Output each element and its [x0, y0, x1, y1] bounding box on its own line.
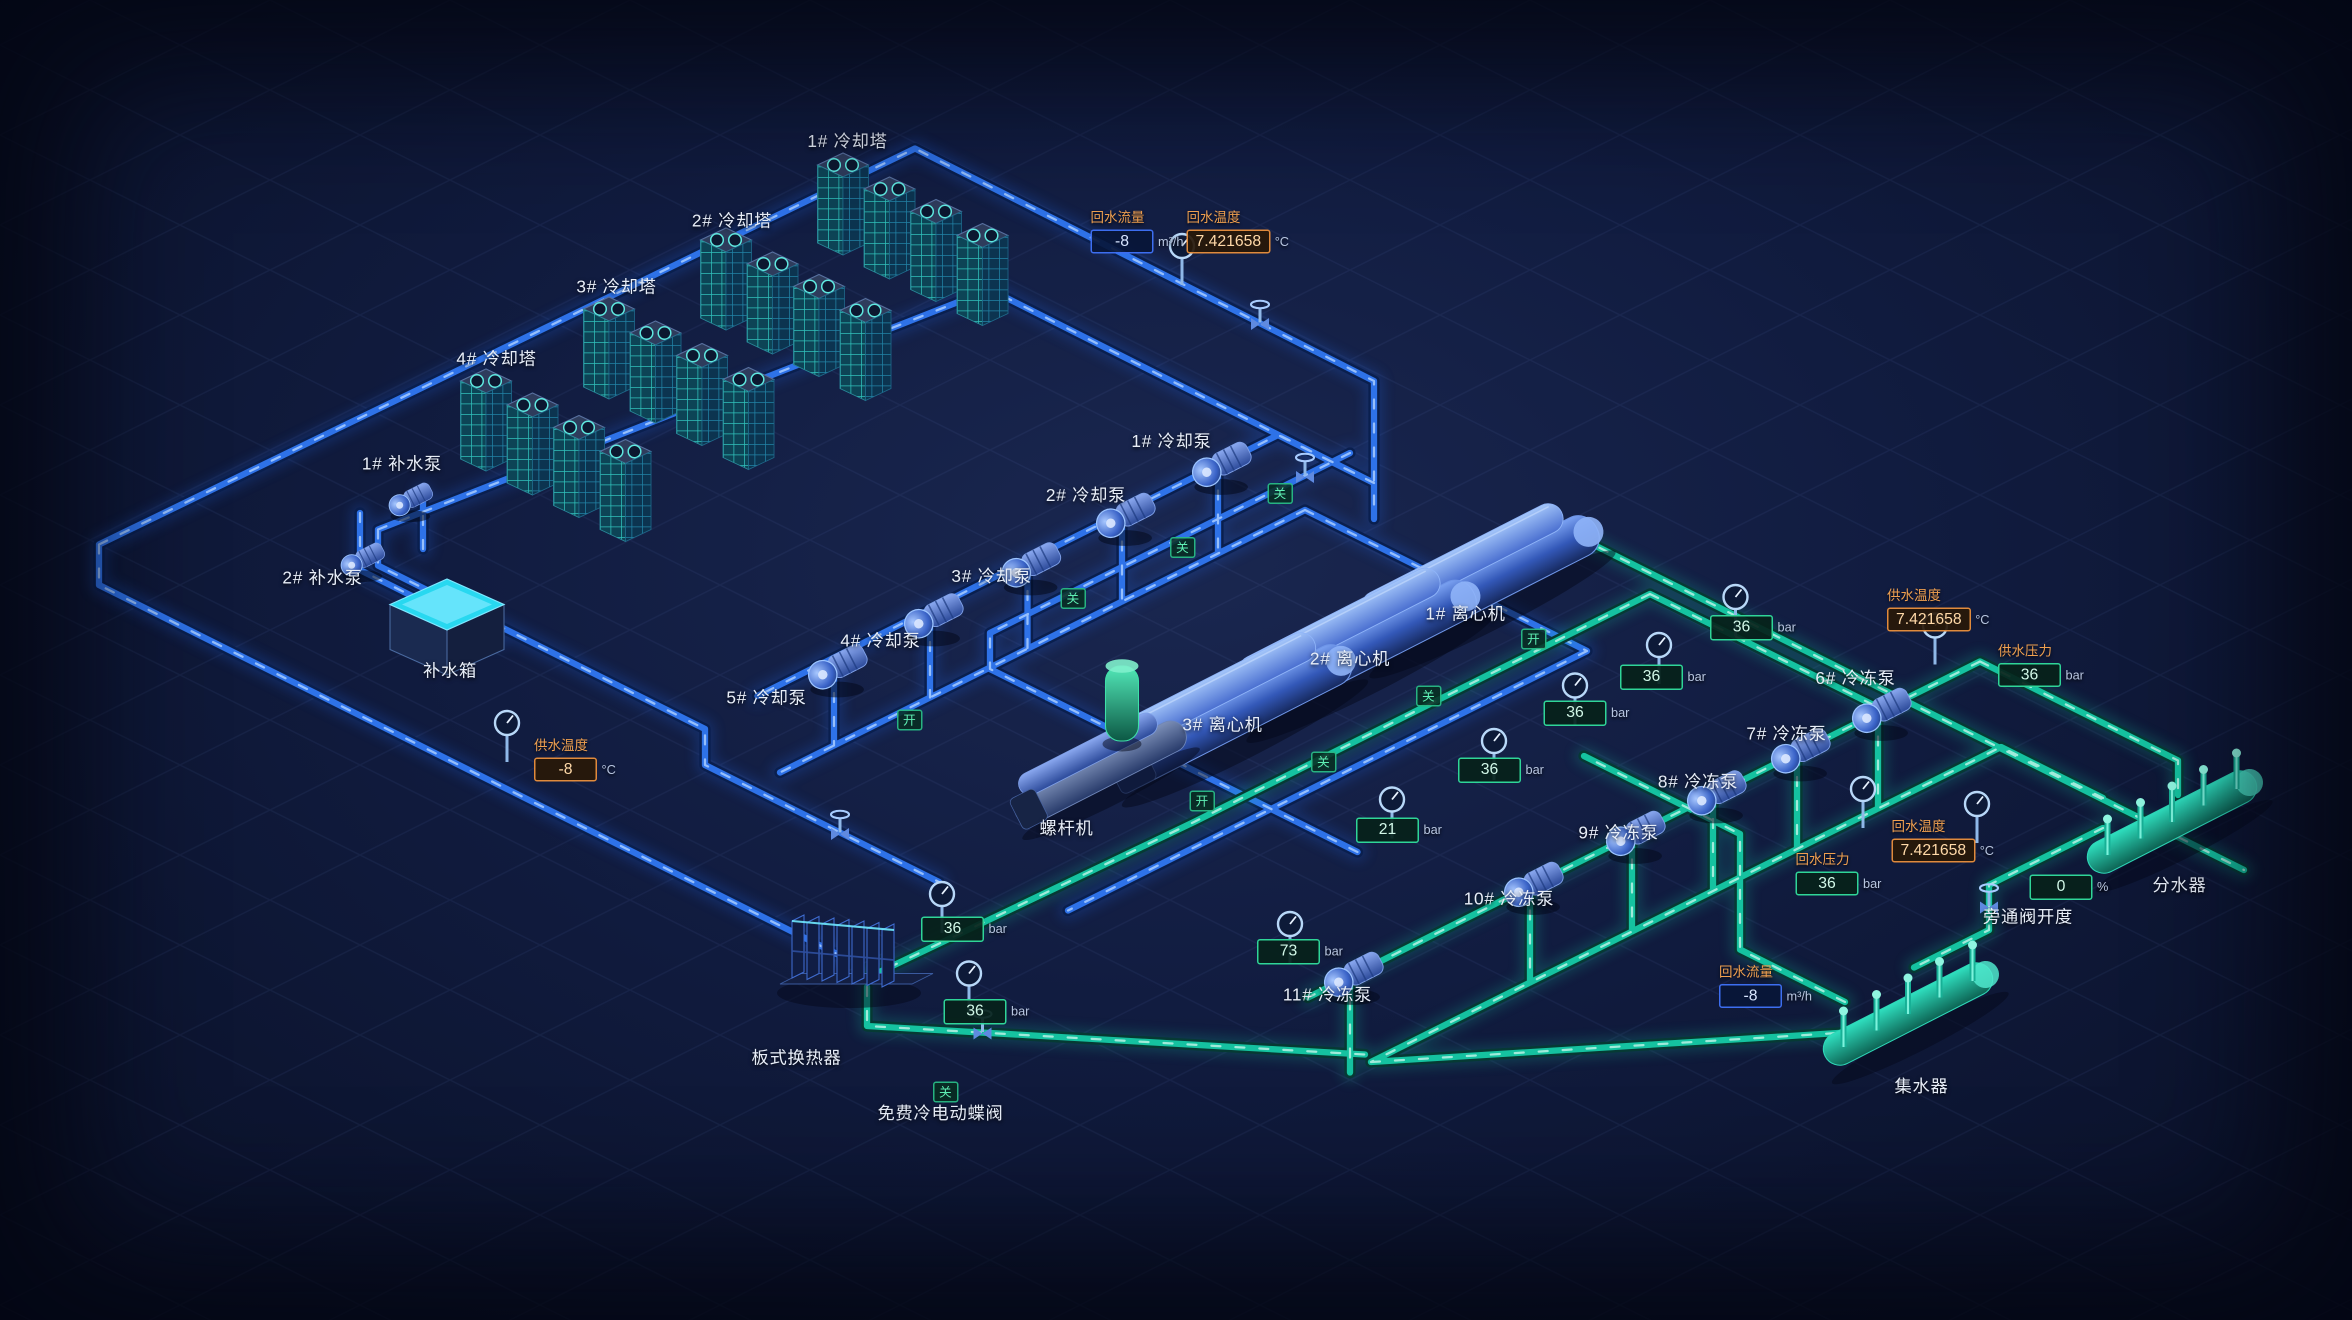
label-chilled-pump-7: 7# 冷冻泵 [1746, 726, 1827, 744]
sensor-label: 回水压力 [1795, 852, 1850, 867]
sensor-return-pressure: 回水压力 36 bar [1795, 852, 1882, 897]
sensor-unit: m³/h [1786, 988, 1813, 1004]
label-makeup-pump-1: 1# 补水泵 [361, 456, 443, 474]
sensor-value: 7.421658 [1891, 838, 1976, 864]
sensor-label: 回水温度 [1891, 819, 1946, 834]
label-chiller-1: 1# 离心机 [1425, 606, 1506, 624]
gauge-value: 36 [1543, 700, 1607, 726]
gauge-unit: bar [1777, 619, 1796, 635]
label-chilled-pump-10: 10# 冷冻泵 [1463, 891, 1555, 909]
sensor-return-temp-top: 回水温度 7.421658°C [1186, 210, 1290, 255]
sensor-unit: bar [1863, 876, 1882, 891]
label-cooling-pump-4: 4# 冷却泵 [840, 633, 921, 651]
label-cooling-pump-3: 3# 冷却泵 [951, 568, 1032, 587]
label-screw-chiller: 螺杆机 [1039, 820, 1094, 839]
gauge-unit: bar [1011, 1003, 1030, 1019]
label-bypass-valve-opening: 旁通阀开度 [1983, 909, 2073, 927]
valve-state-tag[interactable]: 关 [1416, 685, 1441, 707]
gauge-value: 21 [1356, 817, 1419, 843]
label-chilled-pump-9: 9# 冷冻泵 [1578, 825, 1659, 843]
label-cooling-tower-2: 2# 冷却塔 [691, 213, 773, 231]
sensor-label: 回水温度 [1186, 210, 1241, 225]
sensor-return-flow-top: 回水流量 -8 m³/h [1090, 210, 1184, 255]
sensor-value: -8 [534, 757, 597, 783]
label-cooling-pump-5: 5# 冷却泵 [726, 690, 807, 708]
gauge-unit: bar [1423, 822, 1442, 838]
label-makeup-tank: 补水箱 [423, 663, 477, 681]
valve-state-tag[interactable]: 关 [1311, 751, 1336, 773]
label-chilled-pump-6: 6# 冷冻泵 [1815, 670, 1896, 689]
gauge-unit: bar [1687, 669, 1706, 685]
label-collector: 集水器 [1894, 1078, 1949, 1097]
sensor-unit: bar [2065, 667, 2084, 683]
sensor-value: -8 [1090, 229, 1154, 255]
sensor-unit: °C [601, 762, 616, 777]
sensor-label: 回水流量 [1719, 964, 1774, 980]
sensor-value: 7.421658 [1887, 607, 1971, 633]
sensor-label: 供水压力 [1998, 643, 2053, 659]
sensor-unit: °C [1274, 234, 1290, 249]
gauge-value: 36 [921, 916, 984, 942]
bypass-opening-badge: 0% [2029, 874, 2109, 900]
bypass-value: 0 [2029, 874, 2093, 900]
sensor-value: 7.421658 [1186, 229, 1271, 255]
gauge-value: 36 [1458, 757, 1521, 783]
label-cooling-tower-1: 1# 冷却塔 [807, 133, 888, 152]
sensor-unit: °C [1975, 612, 1990, 627]
sensor-label: 回水流量 [1090, 210, 1145, 225]
gauge-value: 36 [1620, 664, 1683, 690]
sensor-return-temp-right: 回水温度 7.421658°C [1891, 819, 1995, 864]
gauge-unit: bar [1525, 762, 1544, 778]
bypass-unit: % [2097, 879, 2109, 895]
valve-state-tag[interactable]: 关 [933, 1081, 958, 1103]
label-cooling-tower-3: 3# 冷却塔 [576, 279, 657, 297]
label-chiller-2: 2# 离心机 [1309, 651, 1391, 669]
label-chiller-3: 3# 离心机 [1182, 717, 1263, 735]
valve-state-tag[interactable]: 开 [897, 709, 922, 731]
sensor-supply-temp-right: 供水温度 7.421658 °C [1887, 588, 1990, 633]
gauge-unit: bar [1611, 705, 1630, 721]
gauge-value: 36 [1710, 615, 1773, 640]
label-chilled-pump-11: 11# 冷冻泵 [1282, 987, 1373, 1005]
gauge-value: 73 [1257, 939, 1320, 964]
gauge-unit: bar [1324, 943, 1343, 959]
sensor-unit: m³/h [1158, 234, 1184, 249]
valve-state-tag[interactable]: 关 [1170, 537, 1195, 558]
label-cooling-pump-2: 2# 冷却泵 [1045, 487, 1127, 506]
sensor-value: 36 [1998, 662, 2061, 688]
label-chilled-pump-8: 8# 冷冻泵 [1657, 774, 1739, 792]
label-plate-hx: 板式换热器 [751, 1050, 842, 1068]
gauge-unit: bar [988, 921, 1007, 937]
label-distributor: 分水器 [2152, 877, 2207, 896]
valve-state-tag[interactable]: 关 [1267, 483, 1293, 504]
sensor-label: 供水温度 [1887, 588, 1942, 603]
sensor-value: 36 [1795, 871, 1859, 897]
label-makeup-pump-2: 2# 补水泵 [282, 570, 363, 588]
label-free-cooling-valve: 免费冷电动蝶阀 [877, 1105, 1004, 1124]
sensor-label: 供水温度 [534, 738, 589, 753]
valve-state-tag[interactable]: 关 [1060, 588, 1086, 609]
label-cooling-tower-4: 4# 冷却塔 [456, 351, 537, 369]
valve-state-tag[interactable]: 开 [1189, 790, 1215, 812]
sensor-value: -8 [1719, 983, 1782, 1009]
valve-state-tag[interactable]: 开 [1521, 628, 1546, 650]
label-cooling-pump-1: 1# 冷却泵 [1131, 433, 1212, 452]
gauge-value: 36 [943, 999, 1007, 1024]
sensor-unit: °C [1979, 843, 1995, 858]
sensor-supply-temp-left: 供水温度 -8 °C [534, 738, 616, 783]
